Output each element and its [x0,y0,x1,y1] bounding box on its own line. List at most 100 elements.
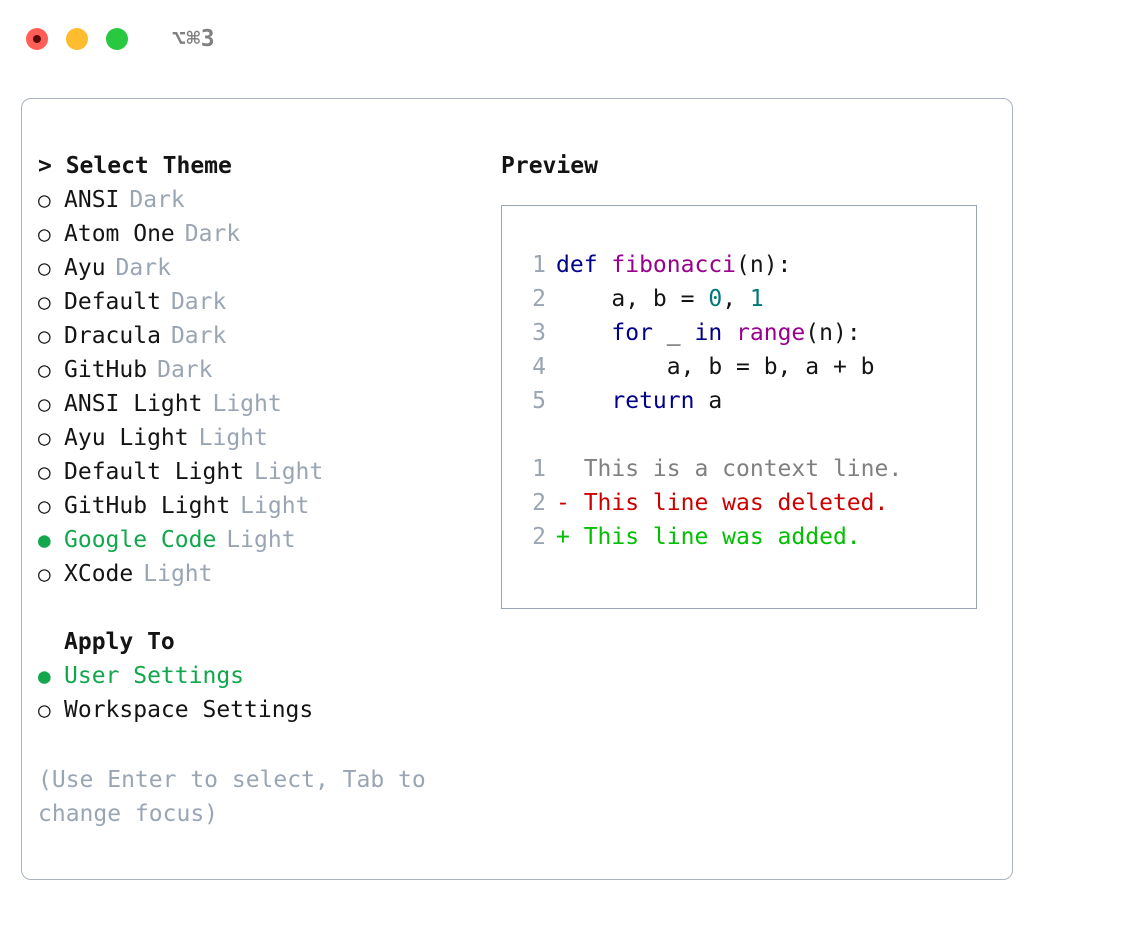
theme-item-name: Default [64,289,161,315]
theme-item-kind: Dark [170,289,227,315]
apply-to-item-workspace-settings[interactable]: ○ Workspace Settings [38,693,488,727]
code-token: _ [652,320,695,346]
keyboard-hint: (Use Enter to select, Tab to change focu… [38,767,440,827]
theme-item-name: Atom One [64,221,175,247]
code-token: a [694,388,723,414]
radio-unselected-icon: ○ [38,290,51,314]
code-token: def [556,252,612,278]
theme-item-ayu-light[interactable]: ○ Ayu Light Light [38,421,488,455]
code-token: fibonacci [611,252,737,278]
theme-item-default[interactable]: ○ Default Dark [38,285,488,319]
theme-item-name: ANSI [64,187,120,213]
apply-to-heading: Apply To [64,629,175,655]
theme-item-name: Default Light [64,459,245,485]
apply-to-group: Apply To ● User Settings ○ Workspace Settin… [38,625,488,727]
code-token: 1 [749,286,764,312]
close-button[interactable] [26,28,48,50]
code-line-text: a, b = b, a + b [556,350,875,384]
code-line: 1 def fibonacci(n): [520,248,976,282]
line-number: 2 [532,490,546,516]
line-number: 4 [532,354,546,380]
apply-to-item-label: Workspace Settings [64,697,314,723]
line-number: 1 [532,456,546,482]
maximize-button[interactable] [106,28,128,50]
code-token [556,388,611,414]
radio-unselected-icon: ○ [38,562,51,586]
radio-unselected-icon: ○ [38,426,51,450]
radio-unselected-icon: ○ [38,222,51,246]
theme-item-name: Ayu Light [64,425,189,451]
code-line-text: for _ in range(n): [556,316,861,350]
code-token: in [694,320,723,346]
code-token: a, b = [556,286,709,312]
theme-item-name: GitHub Light [64,493,231,519]
radio-unselected-icon: ○ [38,460,51,484]
preview-heading: Preview [501,153,598,179]
theme-item-kind: Dark [129,187,185,213]
code-token: return [611,388,695,414]
window-title: ⌥⌘3 [172,26,216,52]
theme-item-name: Ayu [64,255,106,281]
code-line-text: a, b = 0, 1 [556,282,764,316]
theme-item-name: Dracula [64,323,161,349]
code-line: 4 a, b = b, a + b [520,350,976,384]
code-token: (n): [736,252,792,278]
code-token [556,320,611,346]
apply-to-item-label: User Settings [64,663,245,689]
radio-selected-icon: ● [38,528,51,552]
code-token [722,320,736,346]
diff-sample: 1 This is a context line. 2- This line wa… [520,452,976,554]
radio-selected-icon: ● [38,664,51,688]
line-number: 2 [532,286,546,312]
theme-item-kind: Light [143,561,213,587]
radio-unselected-icon: ○ [38,494,51,518]
code-line: 2 a, b = 0, 1 [520,282,976,316]
code-line-text: return a [556,384,722,418]
theme-item-kind: Dark [157,357,213,383]
theme-item-name: ANSI Light [64,391,203,417]
code-token: (n): [805,320,861,346]
theme-item-kind: Light [226,527,296,553]
diff-line: 2 + This line was added. [520,520,976,554]
theme-item-ansi[interactable]: ○ ANSI Dark [38,183,488,217]
code-line-text: def fibonacci(n): [556,248,791,282]
diff-line-text: + This line was added. [556,524,861,550]
diff-line: 2- This line was deleted. [520,486,976,520]
line-number: 3 [532,320,546,346]
theme-item-atom-one[interactable]: ○ Atom One Dark [38,217,488,251]
minimize-button[interactable] [66,28,88,50]
code-token: , [722,286,750,312]
line-number: 1 [532,252,546,278]
diff-line-text: This is a context line. [556,456,903,482]
line-number: 2 [532,524,546,550]
select-theme-heading: > Select Theme [38,153,232,179]
title-bar: ⌥⌘3 [0,0,1140,78]
radio-unselected-icon: ○ [38,698,51,722]
radio-unselected-icon: ○ [38,358,51,382]
radio-unselected-icon: ○ [38,324,51,348]
apply-to-item-user-settings[interactable]: ● User Settings [38,659,488,693]
theme-item-kind: Dark [184,221,241,247]
theme-item-kind: Light [212,391,282,417]
code-line: 3 for _ in range(n): [520,316,976,350]
code-token: range [736,320,806,346]
radio-unselected-icon: ○ [38,188,51,212]
apply-to-list: ● User Settings ○ Workspace Settings [38,659,488,727]
line-number: 5 [532,388,546,414]
theme-item-kind: Light [198,425,268,451]
